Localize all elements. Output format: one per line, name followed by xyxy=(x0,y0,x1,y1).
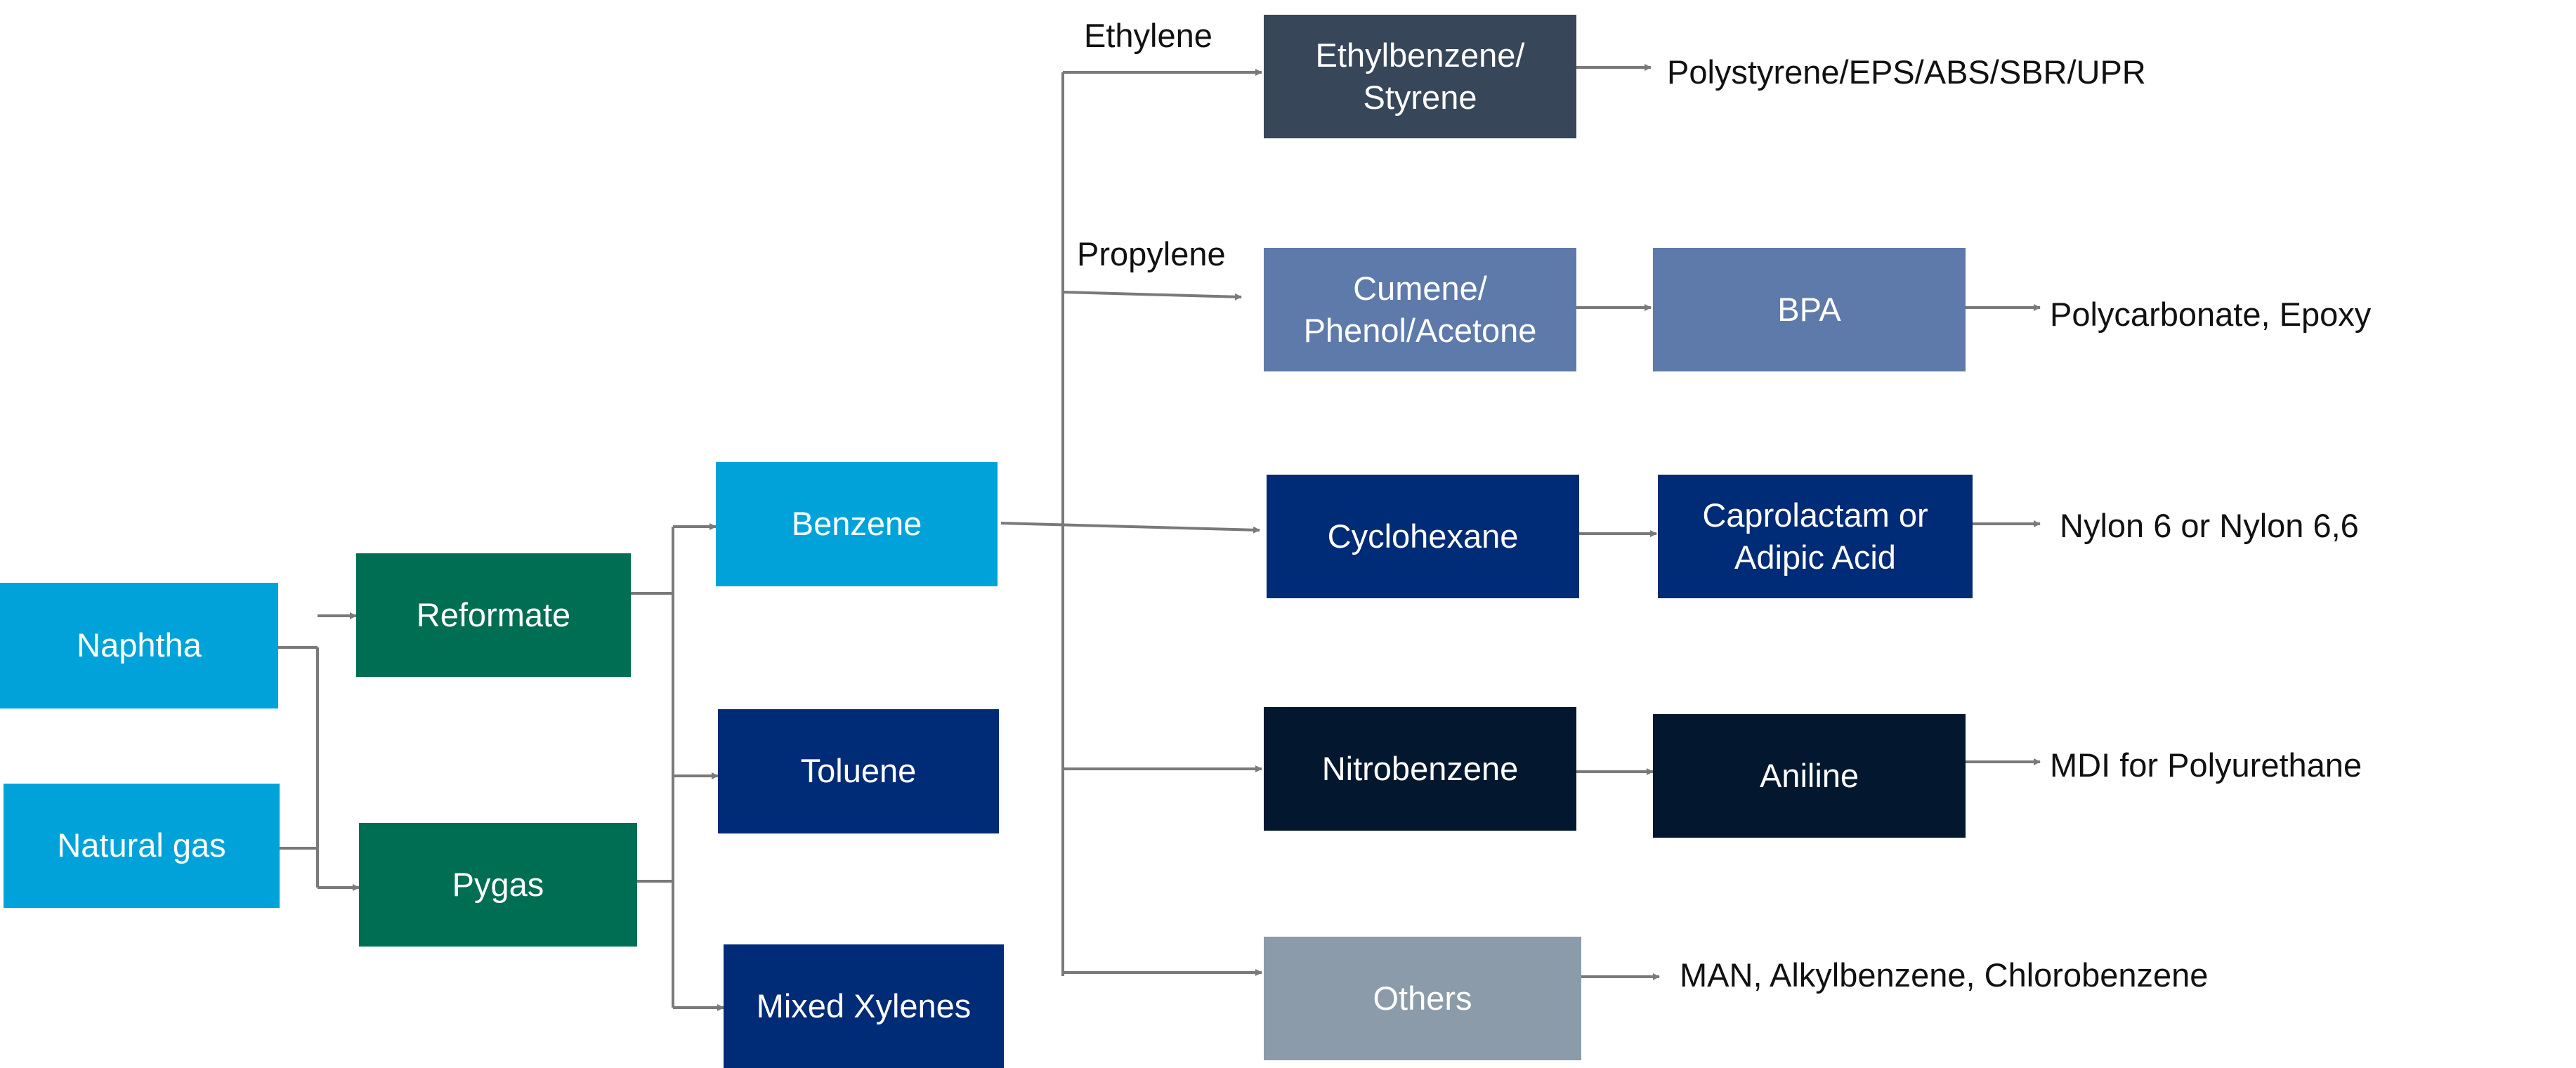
nylon-products-label: Nylon 6 or Nylon 6,6 xyxy=(2060,507,2359,544)
nitrobenzene-label: Nitrobenzene xyxy=(1321,749,1519,787)
ethylbenzene-styrene-label: Ethylbenzene/ Styrene xyxy=(1315,36,1525,116)
others-products-label: MAN, Alkylbenzene, Chlorobenzene xyxy=(1680,956,2209,994)
mdi-products-label: MDI for Polyurethane xyxy=(2050,746,2362,784)
bpa-box: BPA xyxy=(1653,248,1966,371)
cumene-phenol-acetone-label: Cumene/ Phenol/Acetone xyxy=(1303,269,1537,349)
caprolactam-adipic-label: Caprolactam or Adipic Acid xyxy=(1702,496,1928,576)
reformate-box: Reformate xyxy=(356,553,631,677)
naphtha-label: Naphtha xyxy=(77,626,202,664)
pygas-label: Pygas xyxy=(452,865,544,903)
ethylbenzene-styrene-box: Ethylbenzene/ Styrene xyxy=(1264,15,1576,138)
natural-gas-box: Natural gas xyxy=(4,784,280,908)
styrenics-products-label: Polystyrene/EPS/ABS/SBR/UPR xyxy=(1667,53,2146,91)
toluene-label: Toluene xyxy=(800,752,917,790)
reformate-label: Reformate xyxy=(416,595,571,633)
benzene-to-cyclohexane-arrow xyxy=(1000,522,1260,534)
cumene-phenol-acetone-box: Cumene/ Phenol/Acetone xyxy=(1264,248,1576,371)
benzene-box: Benzene xyxy=(716,462,998,586)
natural-gas-label: Natural gas xyxy=(57,826,226,864)
naphtha-box: Naphtha xyxy=(0,583,278,708)
arrow-to-cumene xyxy=(1062,291,1242,301)
cyclohexane-label: Cyclohexane xyxy=(1327,517,1519,555)
caprolactam-adipic-box: Caprolactam or Adipic Acid xyxy=(1658,475,1973,598)
toluene-box: Toluene xyxy=(718,709,999,833)
mixed-xylenes-box: Mixed Xylenes xyxy=(724,944,1004,1068)
polycarbonate-products-label: Polycarbonate, Epoxy xyxy=(2050,296,2372,333)
mixed-xylenes-label: Mixed Xylenes xyxy=(756,987,972,1024)
pygas-box: Pygas xyxy=(359,823,637,947)
others-label: Others xyxy=(1373,979,1472,1017)
cyclohexane-box: Cyclohexane xyxy=(1267,475,1579,598)
benzene-label: Benzene xyxy=(791,505,922,543)
nitrobenzene-box: Nitrobenzene xyxy=(1264,707,1576,831)
others-box: Others xyxy=(1264,937,1581,1060)
propylene-label: Propylene xyxy=(1077,235,1226,272)
ethylene-label: Ethylene xyxy=(1084,17,1212,54)
aniline-label: Aniline xyxy=(1759,756,1859,794)
aniline-box: Aniline xyxy=(1653,714,1966,838)
bpa-label: BPA xyxy=(1777,290,1841,328)
